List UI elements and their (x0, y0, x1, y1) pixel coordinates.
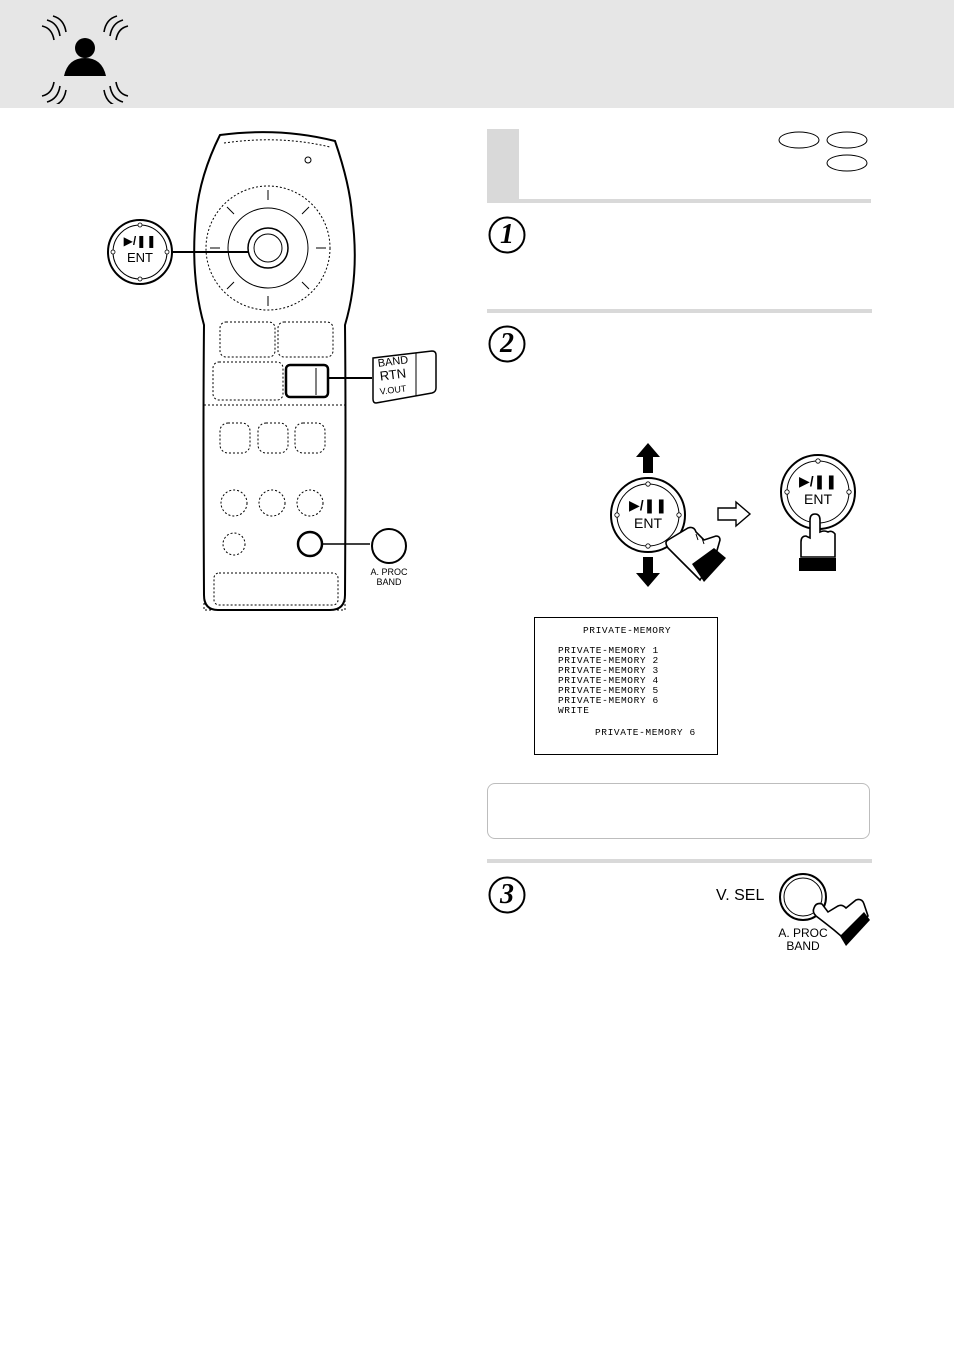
osd-item: WRITE (558, 705, 590, 716)
osd-item: PRIVATE-MEMORY 5 (558, 685, 659, 696)
title-accent (487, 129, 519, 202)
step-3-badge (488, 876, 526, 914)
step3-band-label: BAND (786, 939, 820, 953)
hand-pointer-icon (812, 898, 870, 946)
ent-press-illustration (780, 454, 856, 571)
osd-selected: PRIVATE-MEMORY 6 (595, 727, 696, 738)
step-separator (487, 859, 872, 863)
hand-press-icon (799, 513, 836, 571)
step-1-badge (488, 216, 526, 254)
osd-item: PRIVATE-MEMORY 2 (558, 655, 659, 666)
step-2-badge (488, 325, 526, 363)
band-rtn-callout-bg (372, 350, 437, 404)
arrow-down-icon (636, 557, 660, 587)
remote-control (172, 131, 372, 611)
step-3-number: 3 (500, 879, 514, 910)
arrow-up-icon (636, 443, 660, 473)
aproc-press-illustration (779, 873, 870, 946)
vsel-label: V. SEL (716, 887, 765, 904)
step-1-number: 1 (500, 219, 514, 250)
title-rule (487, 199, 871, 203)
step2-ent-label: ENT (634, 515, 662, 531)
step-separator (487, 309, 872, 313)
ent-label: ENT (127, 250, 153, 265)
hand-pointer-icon (665, 526, 726, 582)
ent-button-callout-bg (107, 219, 173, 285)
step3-aproc-label: A. PROC (778, 926, 828, 940)
osd-title: PRIVATE-MEMORY (583, 625, 672, 636)
osd-item: PRIVATE-MEMORY 4 (558, 675, 659, 686)
osd-item: PRIVATE-MEMORY 3 (558, 665, 659, 676)
arrow-right-icon (717, 500, 752, 528)
aproc-band-label: BAND (376, 577, 402, 587)
note-box (487, 783, 870, 839)
step2-ent-play-label: ▶/❚❚ (628, 497, 668, 513)
section-title-box (487, 129, 871, 203)
header-band (0, 0, 954, 108)
ent-play-pause-label: ▶/❚❚ (123, 234, 157, 248)
step-2-number: 2 (500, 328, 514, 359)
disc-format-badges (778, 131, 868, 172)
listener-sound-icon (41, 15, 129, 104)
osd-screen: PRIVATE-MEMORY PRIVATE-MEMORY 1 PRIVATE-… (534, 617, 718, 755)
osd-item: PRIVATE-MEMORY 6 (558, 695, 659, 706)
aproc-label: A. PROC (370, 567, 408, 577)
aproc-button-callout (371, 528, 407, 564)
step2-ent2-label: ENT (804, 491, 832, 507)
osd-item: PRIVATE-MEMORY 1 (558, 645, 659, 656)
step2-ent2-play-label: ▶/❚❚ (798, 473, 838, 489)
ent-up-down-illustration (610, 443, 726, 587)
